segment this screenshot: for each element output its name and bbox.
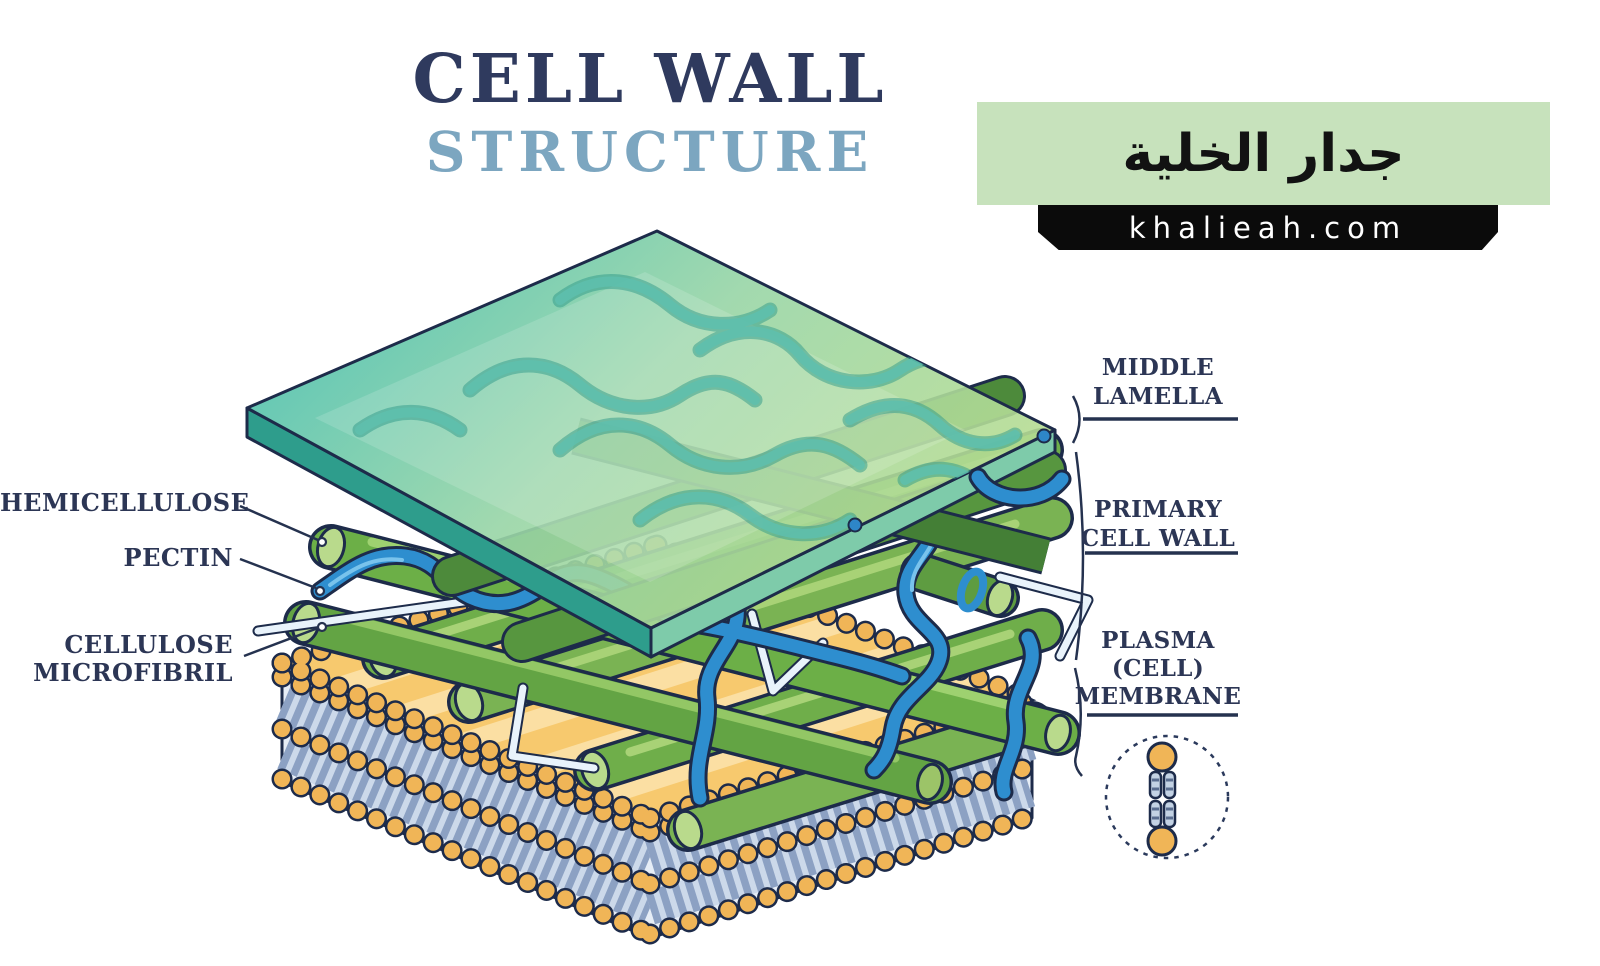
lipid-head-top <box>1146 741 1178 773</box>
pointer-dot-hemicellulose <box>316 536 328 548</box>
pectin-dot-on-edge <box>847 517 863 533</box>
label-plasma-line2: (CELL) <box>1111 655 1205 682</box>
label-plasma-line3: MEMBRANE <box>1074 683 1242 710</box>
page-title: CELL WALL STRUCTURE <box>320 39 980 185</box>
label-cellulose-line1: CELLULOSE <box>64 630 233 659</box>
pectin-dot-on-corner <box>1036 428 1052 444</box>
bracket-primary-cell-wall <box>1074 451 1085 661</box>
pectin-hook-right-corner <box>968 467 1072 508</box>
label-hemicellulose: HEMICELLULOSE <box>0 488 250 517</box>
cellulose-microfibril-lattice <box>252 428 1094 852</box>
label-middle-lamella: MIDDLE LAMELLA <box>1059 353 1257 411</box>
pointer-dot-pectin <box>314 585 326 597</box>
pointer-dot-cellulose <box>316 621 328 633</box>
label-plasma-membrane: PLASMA (CELL) MEMBRANE <box>1059 627 1257 711</box>
phospholipid-icon <box>1104 734 1230 860</box>
bracket-middle-lamella <box>1071 395 1081 444</box>
arabic-title-banner: جدار الخلية <box>977 102 1550 205</box>
bracket-plasma-membrane <box>1073 667 1083 777</box>
lipid-tails <box>1148 770 1177 829</box>
label-middle-line2: LAMELLA <box>1093 383 1223 410</box>
title-sub: STRUCTURE <box>425 119 875 185</box>
layer-brackets-and-underlines <box>1071 395 1238 777</box>
website-text: khalieah.com <box>1128 210 1408 245</box>
label-primary-cell-wall: PRIMARY CELL WALL <box>1059 495 1257 553</box>
label-pectin: PECTIN <box>123 543 233 572</box>
lipid-head-bottom <box>1146 825 1178 857</box>
label-plasma-line1: PLASMA <box>1101 627 1215 654</box>
label-cellulose-microfibril: CELLULOSE MICROFIBRIL <box>0 631 233 687</box>
website-banner: khalieah.com <box>1038 205 1498 250</box>
label-cellulose-line2: MICROFIBRIL <box>33 658 233 687</box>
label-primary-line1: PRIMARY <box>1093 496 1223 523</box>
label-middle-line1: MIDDLE <box>1101 354 1215 381</box>
arabic-title-text: جدار الخلية <box>1122 123 1405 184</box>
label-primary-line2: CELL WALL <box>1080 525 1236 552</box>
title-main: CELL WALL <box>412 39 888 118</box>
label-pointer-lines <box>239 504 328 658</box>
rod-stub-with-pectin-ring <box>900 552 1020 618</box>
